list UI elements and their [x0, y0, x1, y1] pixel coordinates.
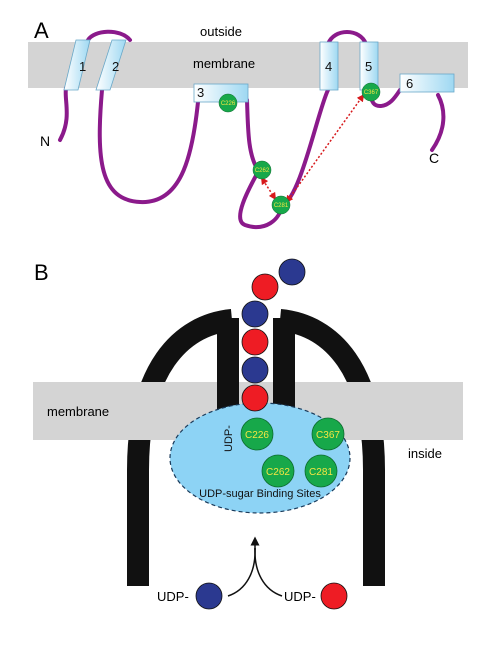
sugar-blue-2 — [241, 300, 269, 328]
udp-right-label: UDP- — [284, 589, 316, 604]
transporter-left-arm — [127, 309, 234, 586]
cysteine-c367-a — [361, 82, 381, 102]
sugar-red-3 — [251, 273, 279, 301]
loop-to-4 — [280, 88, 330, 207]
helix-numbers: 1 2 3 4 5 6 — [79, 59, 413, 100]
helix-1 — [63, 39, 91, 91]
outside-label: outside — [200, 24, 242, 39]
loop-lower — [238, 170, 284, 229]
cysteines-a — [218, 82, 381, 215]
sugar-red-1 — [241, 384, 269, 412]
udp-bound-label: UDP- — [223, 425, 235, 452]
helix-4-number: 4 — [325, 59, 332, 74]
transporter-right-arm — [278, 309, 385, 586]
panel-a-label: A — [34, 18, 49, 43]
cysteine-c262-b — [261, 454, 295, 488]
entry-arrows — [227, 536, 283, 597]
channel-pillar-right — [273, 318, 295, 416]
loop-2-3 — [97, 88, 200, 205]
entry-arrow-right — [254, 547, 283, 597]
cysteine-c367-a-label: C367 — [364, 90, 379, 96]
cysteine-c367-b — [311, 417, 345, 451]
sugar-blue-incoming — [195, 582, 223, 610]
sugar-blue-3 — [278, 258, 306, 286]
transporter — [127, 309, 385, 586]
cysteine-c281-a-label: C281 — [274, 203, 289, 209]
cysteine-c226-a — [218, 93, 238, 113]
udp-left-label: UDP- — [157, 589, 189, 604]
crosslink-262-281 — [260, 176, 277, 201]
helix-1-number: 1 — [79, 59, 86, 74]
cysteine-c281-b — [304, 454, 338, 488]
membrane-label-b: membrane — [47, 404, 109, 419]
panel-a: A outside membrane 1 2 3 — [28, 18, 468, 229]
cysteines-b — [240, 417, 345, 488]
membrane-label-a: membrane — [193, 56, 255, 71]
sugar-chain — [241, 258, 306, 412]
cysteine-labels-a: C226 C262 C281 C367 — [221, 90, 379, 209]
entry-arrow-left — [227, 547, 256, 597]
helix-6 — [399, 73, 455, 93]
sugar-red-2 — [241, 328, 269, 356]
helix-2 — [95, 39, 127, 91]
n-terminus-label: N — [40, 133, 50, 149]
cysteine-c281-b-label: C281 — [309, 467, 333, 478]
binding-site-label: UDP-sugar Binding Sites — [199, 488, 321, 500]
helix-5-number: 5 — [365, 59, 372, 74]
cysteine-c367-b-label: C367 — [316, 430, 340, 441]
cysteine-c262-a — [252, 160, 272, 180]
loop-1-2 — [86, 29, 132, 42]
helix-2-number: 2 — [112, 59, 119, 74]
cysteine-c226-a-label: C226 — [221, 101, 236, 107]
c-terminus-label: C — [429, 150, 439, 166]
cysteine-c281-a — [271, 195, 291, 215]
cysteine-c226-b — [240, 417, 274, 451]
sugar-red-incoming — [320, 582, 348, 610]
cysteine-c262-a-label: C262 — [255, 168, 270, 174]
helix-4 — [319, 41, 339, 91]
channel-pillar-left — [217, 318, 239, 416]
loop-4-5 — [326, 30, 368, 46]
crosslink-281-367 — [285, 93, 365, 204]
loop-3-down — [245, 98, 260, 172]
sugar-blue-1 — [241, 356, 269, 384]
helix-3-number: 3 — [197, 85, 204, 100]
n-term-segment — [58, 86, 69, 142]
cysteine-c262-b-label: C262 — [266, 467, 290, 478]
panel-b: B membrane inside UDP-sugar Binding Site… — [33, 258, 463, 610]
cysteine-labels-b: C226 C367 C262 C281 — [245, 430, 340, 478]
panel-b-label: B — [34, 260, 49, 285]
helix-6-number: 6 — [406, 76, 413, 91]
cysteine-c226-b-label: C226 — [245, 430, 269, 441]
inside-label: inside — [408, 446, 442, 461]
c-term-segment — [430, 93, 446, 152]
